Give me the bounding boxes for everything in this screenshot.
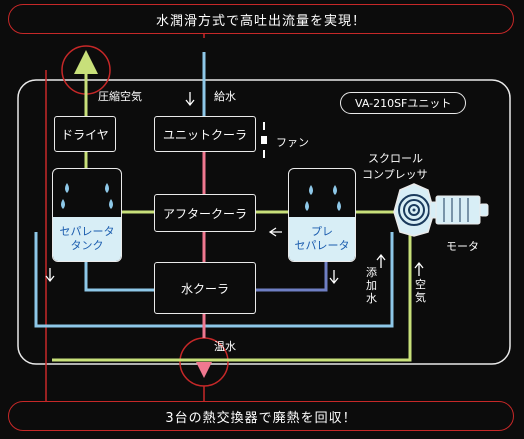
fan-icon [261, 122, 267, 158]
fan-label: ファン [276, 136, 309, 149]
feed-water-arrow [185, 92, 195, 107]
scroll-compressor-label-1: スクロール [368, 152, 423, 165]
compressed-air-label: 圧縮空気 [98, 90, 142, 103]
motor-icon [429, 195, 489, 225]
water-cooler-box: 水クーラ [154, 262, 256, 314]
scroll-compressor-icon [393, 183, 435, 237]
drain-arrow-left [45, 268, 55, 283]
hot-water-label: 温水 [214, 340, 236, 353]
pre-separator: プレ セパレータ [288, 168, 356, 262]
unit-label: VA-210SFユニット [340, 92, 467, 114]
additive-water-line [34, 232, 394, 328]
separator-tank-label-2: タンク [70, 239, 104, 252]
pre-separator-droplets [305, 185, 341, 211]
separator-tank-label-1: セパレータ [59, 225, 115, 238]
hot-water-arrow [196, 362, 212, 378]
bottom-banner: 3台の熱交換器で廃熱を回収！ [8, 401, 514, 431]
drain-arrow-right [329, 270, 339, 285]
top-banner: 水潤滑方式で高吐出流量を実現！ [8, 4, 514, 34]
separator-tank-water: セパレータ タンク [53, 217, 121, 261]
separator-droplets [61, 183, 113, 209]
water-line-preseparator-to-cooler [256, 262, 328, 292]
unit-cooler-box: ユニットクーラ [154, 116, 256, 152]
additive-water-label: 添加水 [366, 266, 377, 305]
pre-separator-label-1: プレ [311, 225, 333, 238]
pre-separator-label-2: セパレータ [294, 239, 350, 252]
pre-separator-water: プレ セパレータ [289, 217, 355, 261]
air-flow-arrow [268, 227, 282, 237]
air-label: 空気 [415, 278, 426, 304]
after-cooler-box: アフタークーラ [154, 194, 256, 232]
scroll-compressor-label-2: コンプレッサ [362, 168, 428, 181]
separator-tank: セパレータ タンク [52, 168, 122, 262]
feed-water-label: 給水 [214, 90, 236, 103]
water-line-tank-to-cooler [84, 262, 154, 292]
unit-outline [17, 79, 511, 365]
air-intake-line [52, 232, 412, 362]
motor-label: モータ [446, 240, 479, 253]
air-intake-arrow [414, 261, 424, 276]
additive-water-arrow [376, 253, 386, 268]
dryer-box: ドライヤ [54, 116, 116, 152]
